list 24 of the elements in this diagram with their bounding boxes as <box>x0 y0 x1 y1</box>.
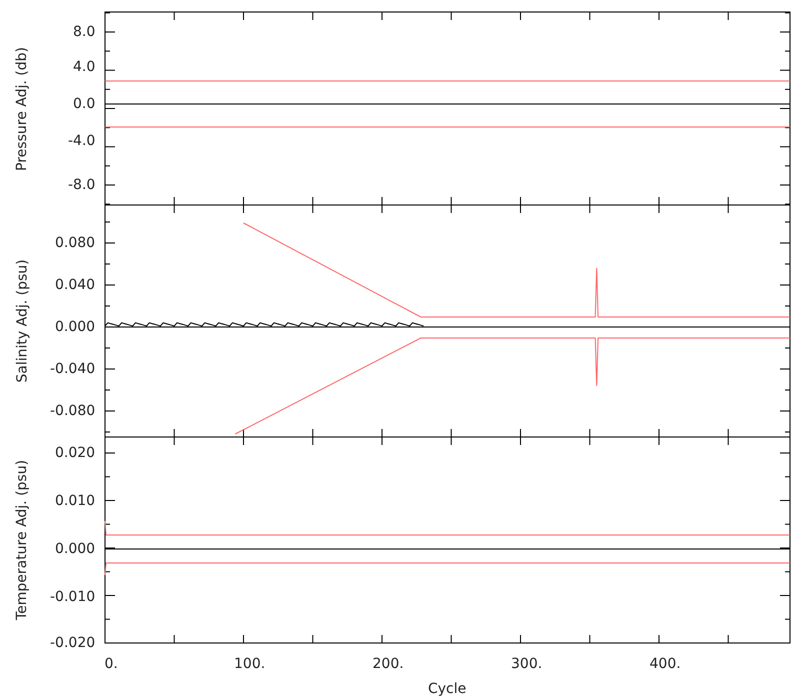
axis-tick-label: 300. <box>511 656 542 672</box>
axis-tick-label: 0. <box>104 656 118 672</box>
axis-title: Temperature Adj. (psu) <box>14 460 30 620</box>
axis-tick-label: 0.010 <box>55 493 96 509</box>
axis-tick-label: 0.0 <box>73 96 96 112</box>
axis-tick-label: 0.000 <box>55 319 96 335</box>
axis-tick-label: 4.0 <box>73 59 96 75</box>
axis-tick-label: -0.010 <box>50 589 96 605</box>
axis-tick-label: 200. <box>372 656 404 672</box>
axis-tick-label: -0.040 <box>50 361 96 377</box>
axis-tick-label: 400. <box>650 656 681 672</box>
axis-tick-label: 0.080 <box>55 235 96 251</box>
axis-title: Salinity Adj. (psu) <box>14 259 30 383</box>
axis-tick-label: 0.020 <box>55 445 96 461</box>
axis-tick-label: 0.000 <box>55 541 96 557</box>
axis-tick-label: -0.080 <box>50 403 96 419</box>
axis-title: Cycle <box>428 681 466 697</box>
axis-tick-label: -4.0 <box>68 133 96 149</box>
axis-tick-label: 8.0 <box>73 24 96 40</box>
axis-tick-label: 0.040 <box>55 277 96 293</box>
axis-title: Pressure Adj. (db) <box>14 46 30 170</box>
axis-tick-label: 100. <box>234 656 266 672</box>
axis-tick-label: -8.0 <box>68 177 96 193</box>
axis-tick-label: -0.020 <box>50 635 96 651</box>
